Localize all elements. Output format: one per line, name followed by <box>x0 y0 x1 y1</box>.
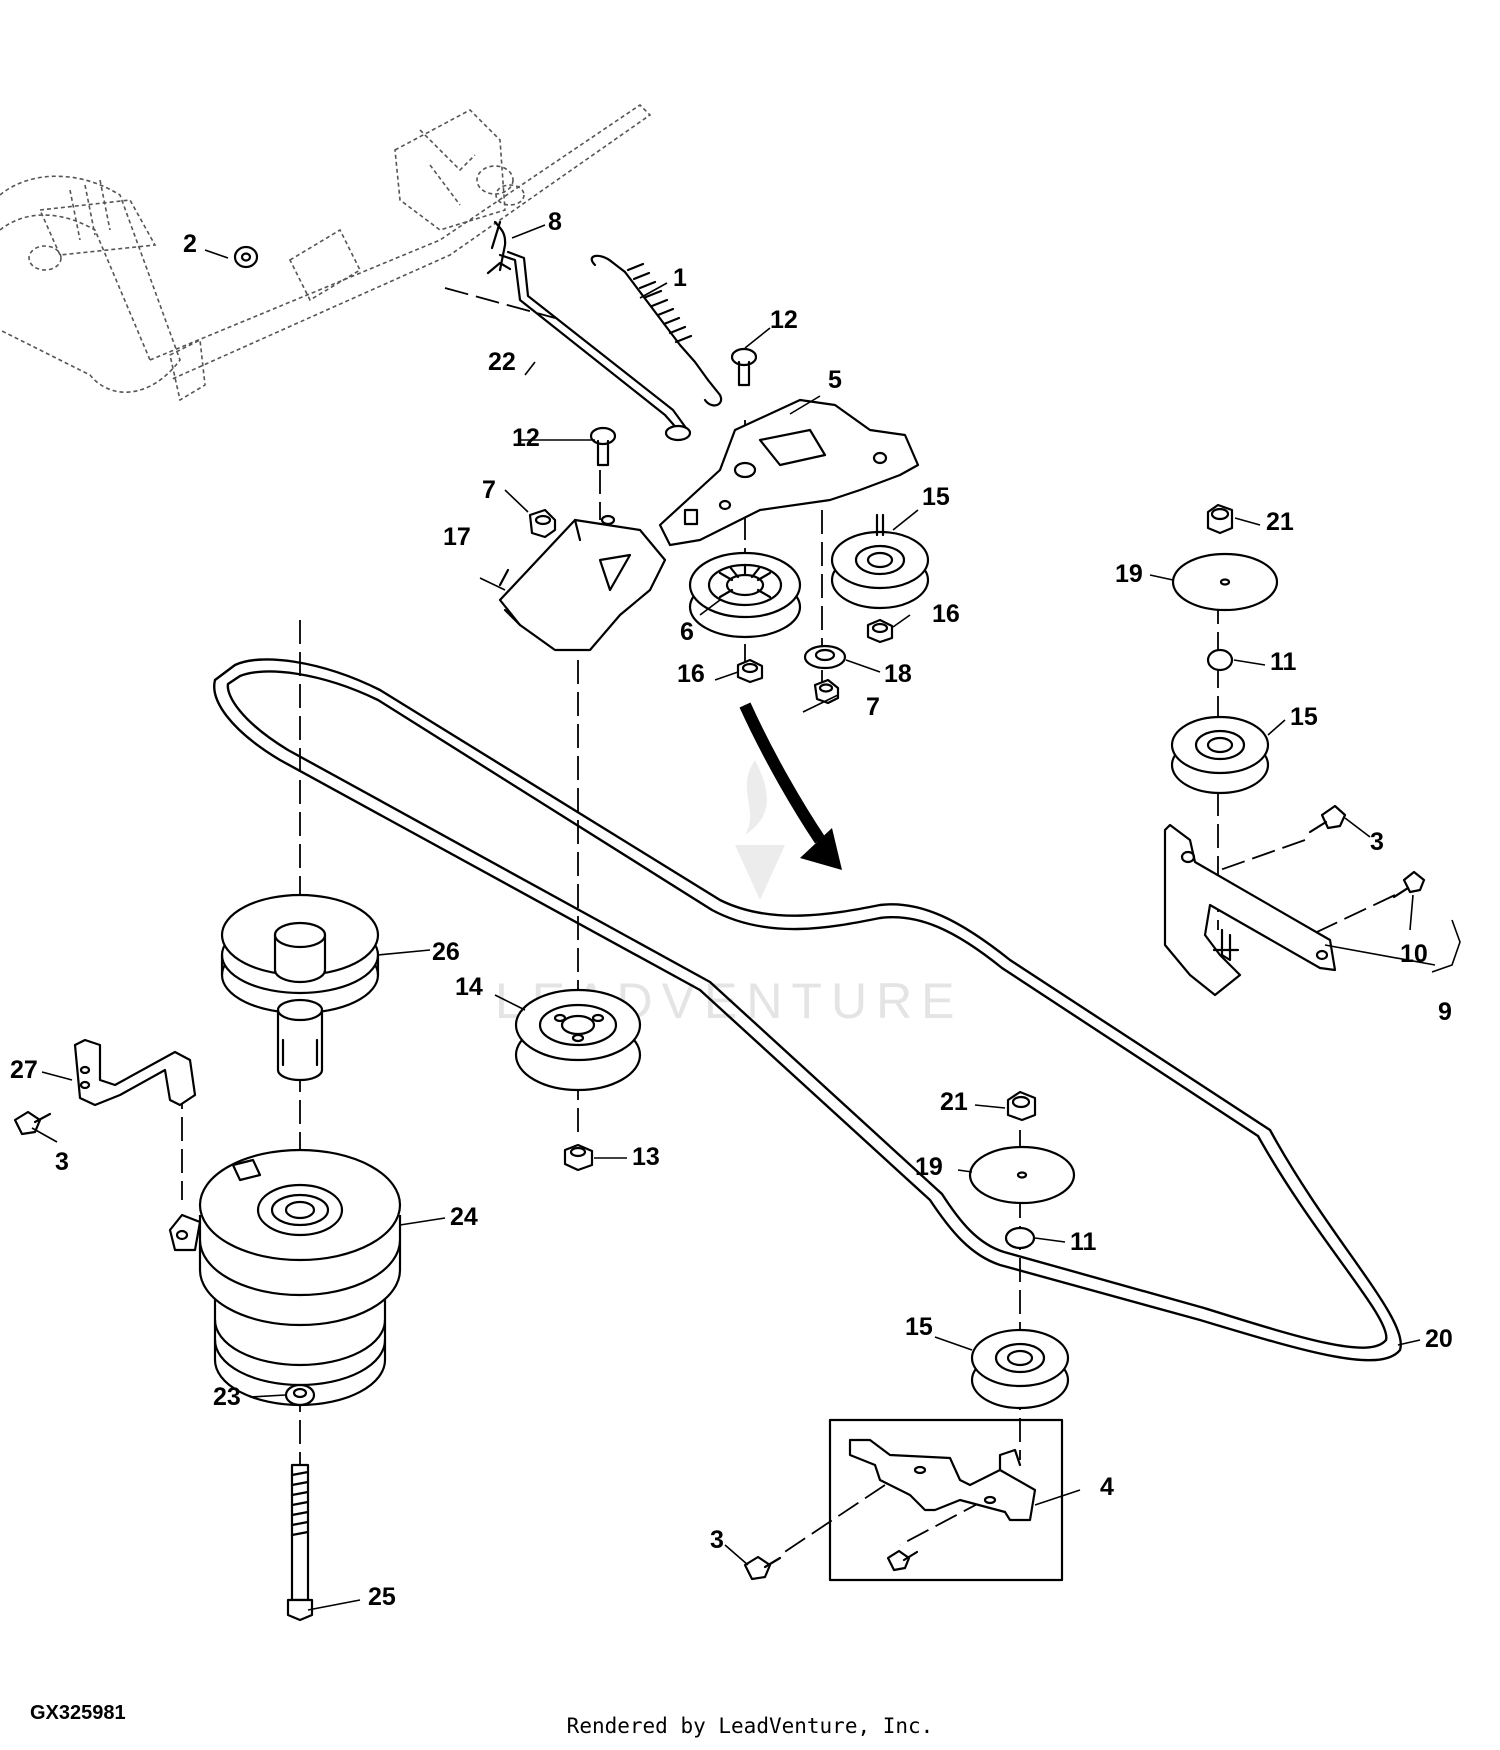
spacer-11-a <box>1206 648 1234 672</box>
nut-16-b <box>736 658 764 684</box>
figure-id: GX325981 <box>30 1702 126 1724</box>
callout-leaders <box>31 224 1461 1611</box>
callout-19: 19 <box>1115 560 1143 588</box>
callout-1: 1 <box>673 264 687 292</box>
callout-3: 3 <box>1370 828 1384 856</box>
callout-15: 15 <box>1290 703 1318 731</box>
nut-21-a <box>1206 503 1234 535</box>
callout-21: 21 <box>1266 508 1294 536</box>
mower-frame-ghost <box>0 103 652 402</box>
callout-4: 4 <box>1100 1473 1114 1501</box>
belt-direction-arrow <box>739 702 842 870</box>
nut-13 <box>563 1143 594 1172</box>
callout-10: 10 <box>1400 940 1428 968</box>
hair-clip <box>490 220 507 272</box>
v-idler-15-a <box>830 513 930 610</box>
callout-8: 8 <box>548 208 562 236</box>
nut-7-a <box>528 508 557 539</box>
watermark: LEADVENTURE <box>495 760 955 1029</box>
callout-19: 19 <box>915 1153 943 1181</box>
clutch-bolt-25 <box>286 1463 314 1622</box>
callout-13: 13 <box>632 1143 660 1171</box>
bolt-3-d <box>886 1549 919 1572</box>
idler-bracket-4-box <box>828 1418 1064 1582</box>
bolt-3-c <box>743 1555 782 1581</box>
v-idler-15-c <box>970 1328 1070 1410</box>
callout-25: 25 <box>368 1583 396 1611</box>
bolt-3-b <box>13 1110 52 1136</box>
callout-12: 12 <box>512 424 540 452</box>
callout-2: 2 <box>183 230 197 258</box>
callout-24: 24 <box>450 1203 478 1231</box>
bolt-12-b <box>589 426 617 467</box>
callout-3: 3 <box>55 1148 69 1176</box>
washer-23 <box>284 1383 316 1407</box>
tension-spring <box>590 254 723 407</box>
callout-23: 23 <box>213 1383 241 1411</box>
callout-6: 6 <box>680 618 694 646</box>
drive-belt <box>213 658 1403 1362</box>
washer-2 <box>233 245 259 269</box>
callout-11: 11 <box>1270 648 1297 676</box>
cover-washer-19-a <box>1171 552 1279 612</box>
nut-21-b <box>1006 1090 1037 1122</box>
callout-7: 7 <box>866 693 880 721</box>
pto-clutch-24 <box>168 1148 402 1407</box>
spacer-18 <box>803 644 847 670</box>
nut-16-a <box>866 618 894 644</box>
callout-11: 11 <box>1070 1228 1097 1256</box>
callout-17: 17 <box>443 523 471 551</box>
callout-16: 16 <box>677 660 705 688</box>
callout-27: 27 <box>10 1056 38 1084</box>
idler-rod <box>486 250 692 442</box>
callout-16: 16 <box>932 600 960 628</box>
nut-7-b <box>813 678 840 705</box>
bracket-17 <box>498 514 667 652</box>
cover-washer-19-b <box>968 1145 1076 1205</box>
anti-rotation-bracket-27 <box>73 1038 197 1107</box>
callout-3: 3 <box>710 1526 724 1554</box>
idler-pulley-6 <box>688 551 802 639</box>
spacer-11-b <box>1004 1226 1036 1250</box>
callout-7: 7 <box>482 476 496 504</box>
callout-21: 21 <box>940 1088 968 1116</box>
callout-26: 26 <box>432 938 460 966</box>
bolt-3-a <box>1308 804 1347 834</box>
bolt-10 <box>1392 870 1426 899</box>
callout-15: 15 <box>905 1313 933 1341</box>
engine-pulley-26 <box>220 893 380 1082</box>
callout-18: 18 <box>884 660 912 688</box>
callout-22: 22 <box>488 348 516 376</box>
idler-arm <box>658 398 920 547</box>
bolt-12-a <box>730 347 758 387</box>
v-idler-15-b <box>1170 715 1270 795</box>
callout-9: 9 <box>1438 998 1452 1026</box>
callout-12: 12 <box>770 306 798 334</box>
idler-bracket-9 <box>1163 823 1337 997</box>
render-credit: Rendered by LeadVenture, Inc. <box>566 1714 934 1738</box>
callout-20: 20 <box>1425 1325 1453 1353</box>
callout-5: 5 <box>828 366 842 394</box>
callout-labels: 1 2 3 3 3 4 5 6 7 7 8 9 10 11 11 12 12 1… <box>10 208 1453 1611</box>
callout-15: 15 <box>922 483 950 511</box>
callout-14: 14 <box>455 973 483 1001</box>
flat-idler-14 <box>514 988 642 1092</box>
